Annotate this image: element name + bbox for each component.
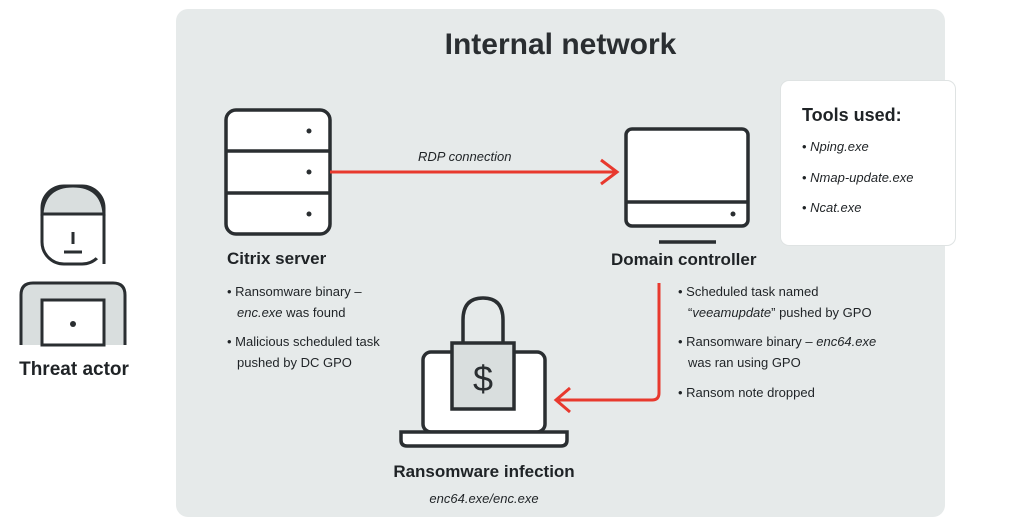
tool-item: Ncat.exe [802, 200, 861, 215]
rdp-connection-label: RDP connection [418, 149, 512, 164]
tools-used-title: Tools used: [802, 105, 902, 125]
gpo-push-arrow [553, 283, 661, 414]
dc-note-3: • Ransom note dropped [678, 385, 815, 400]
tool-item: Nping.exe [802, 139, 869, 154]
citrix-note-2: • Malicious scheduled task pushed by DC … [227, 334, 380, 370]
tools-used-card: Tools used: Nping.exe Nmap-update.exe Nc… [781, 81, 955, 245]
threat-actor-label: Threat actor [19, 359, 129, 380]
dollar-icon: $ [473, 358, 493, 399]
citrix-server-icon [224, 108, 332, 236]
ransomware-infection-label: Ransomware infection [393, 462, 575, 481]
citrix-server-label: Citrix server [227, 249, 327, 268]
dc-note-1: • Scheduled task named “veeamupdate” pus… [678, 284, 872, 320]
dc-note-2: • Ransomware binary – enc64.exe was ran … [678, 334, 877, 370]
threat-actor-icon [19, 184, 127, 347]
diagram-title: Internal network [444, 28, 677, 61]
rdp-arrow [330, 158, 620, 186]
tool-item: Nmap-update.exe [802, 170, 913, 185]
ransomware-infection-sublabel: enc64.exe/enc.exe [429, 491, 539, 506]
domain-controller-icon [624, 127, 750, 244]
ransomware-laptop-icon [399, 296, 569, 448]
domain-controller-label: Domain controller [611, 250, 757, 269]
citrix-note-1: • Ransomware binary – enc.exe was found [227, 284, 362, 320]
